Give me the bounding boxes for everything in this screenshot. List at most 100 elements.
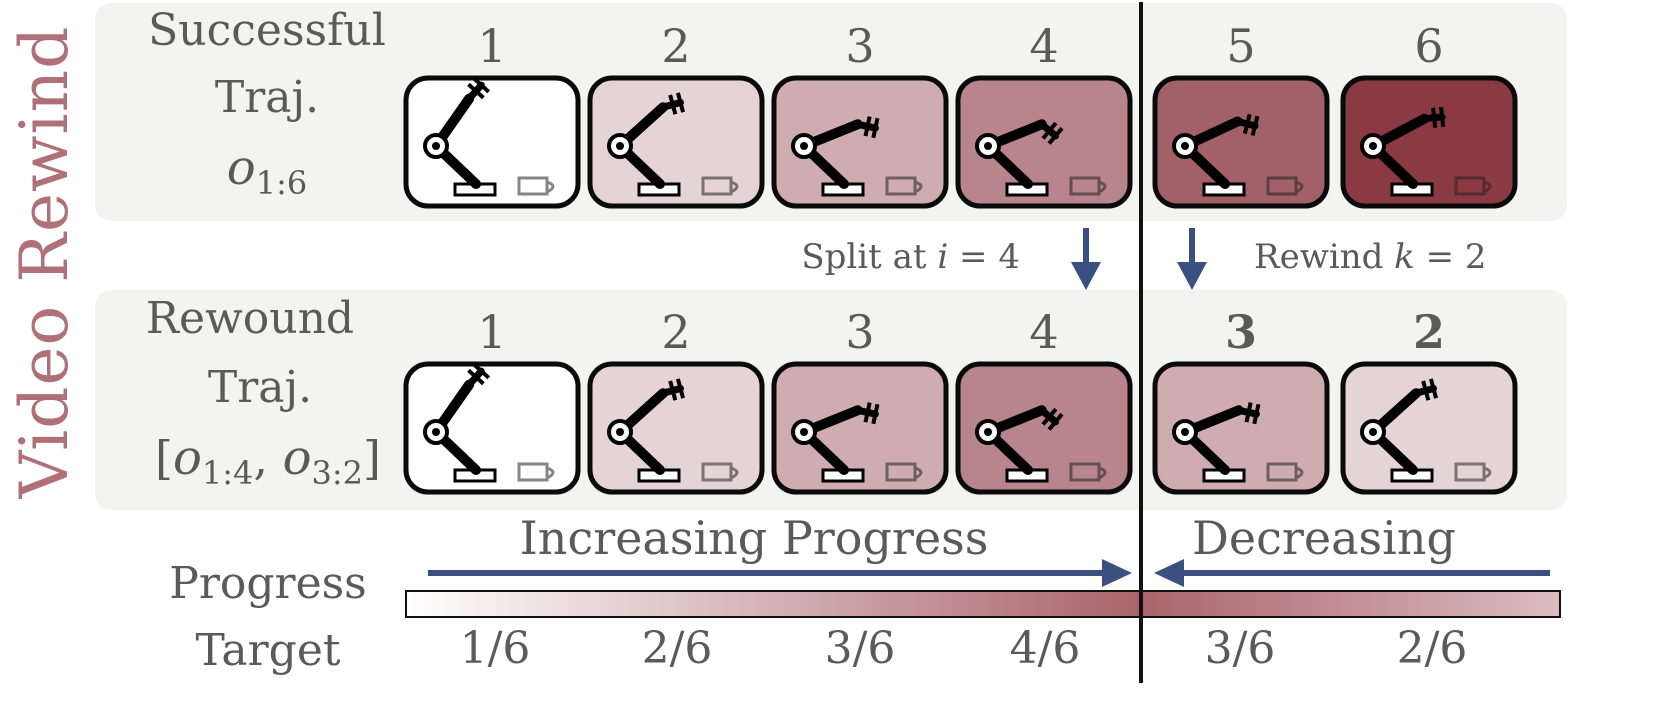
math-close: ]: [363, 431, 381, 485]
frame-rewound-2: 2: [587, 305, 765, 495]
math-sub: 1:6: [256, 164, 308, 202]
frame-successful-6: 6: [1340, 19, 1518, 209]
frame-box: [403, 361, 581, 495]
robot-arm-icon: [607, 92, 686, 197]
frame-number: 1: [477, 19, 506, 73]
frame-box: [1152, 75, 1330, 209]
cup-icon: [701, 176, 739, 196]
robot-arm-icon: [791, 116, 880, 197]
rewind-annotation: Rewind k = 2: [1254, 237, 1487, 277]
rewound-label-line-2: Traj.: [208, 362, 312, 413]
frame-box: [955, 75, 1133, 209]
progress-target-label: 1/6: [460, 623, 531, 674]
robot-arm-icon: [791, 402, 880, 483]
cup-icon: [517, 176, 555, 196]
frame-number: 4: [1029, 19, 1058, 73]
progress-label-line-1: Progress: [169, 558, 367, 609]
rewind-var: k: [1394, 237, 1415, 277]
frame-successful-5: 5: [1152, 19, 1330, 209]
frame-number: 2: [661, 305, 690, 359]
side-title: Video Rewind: [6, 26, 83, 500]
split-arrow: [1071, 228, 1101, 290]
frame-number: 6: [1414, 19, 1443, 73]
frame-rewound-5: 3: [1152, 305, 1330, 495]
cup-icon: [701, 462, 739, 482]
math-sub-2: 3:2: [312, 454, 364, 492]
robot-arm-icon: [423, 362, 497, 483]
robot-arm-icon: [1360, 106, 1446, 197]
progress-target-label: 3/6: [825, 623, 896, 674]
frames-layer: 1 2 3 4 5 6 1 2 3 4 3 2: [403, 19, 1518, 495]
successful-label-line-1: Successful: [148, 5, 386, 56]
split-annotation: Split at i = 4: [801, 237, 1020, 277]
frame-successful-4: 4: [955, 19, 1133, 209]
frame-rewound-1: 1: [403, 305, 581, 495]
robot-arm-icon: [975, 119, 1064, 197]
robot-arm-icon: [975, 405, 1064, 483]
cup-icon: [1069, 462, 1107, 482]
frame-number: 3: [845, 305, 874, 359]
rewind-arrow: [1177, 228, 1207, 290]
split-var: i: [937, 237, 948, 277]
cup-icon: [517, 462, 555, 482]
frame-number: 4: [1029, 305, 1058, 359]
math-base: o: [173, 430, 202, 486]
frame-number: 1: [477, 305, 506, 359]
decreasing-arrow: [1154, 559, 1550, 587]
progress-targets: 1/6 2/6 3/6 4/6 3/6 2/6: [460, 623, 1468, 674]
cup-icon: [1069, 176, 1107, 196]
progress-bar: [405, 590, 1561, 618]
increasing-arrow: [428, 559, 1132, 587]
frame-successful-1: 1: [403, 19, 581, 209]
split-eq: = 4: [948, 237, 1020, 277]
cup-icon: [885, 176, 923, 196]
frame-successful-2: 2: [587, 19, 765, 209]
frame-number: 3: [1225, 305, 1257, 359]
frame-rewound-4: 4: [955, 305, 1133, 495]
frame-box: [403, 75, 581, 209]
frame-successful-3: 3: [771, 19, 949, 209]
cup-icon: [885, 462, 923, 482]
frame-box: [1340, 75, 1518, 209]
robot-arm-icon: [1172, 402, 1261, 483]
robot-arm-icon: [607, 378, 686, 483]
rewind-eq: = 2: [1415, 237, 1487, 277]
frame-box: [1340, 361, 1518, 495]
robot-arm-icon: [1360, 378, 1439, 483]
progress-target-label: 2/6: [642, 623, 713, 674]
decreasing-label: Decreasing: [1192, 511, 1456, 565]
split-text: Split at: [801, 237, 937, 277]
cup-icon: [1454, 462, 1492, 482]
frame-number: 5: [1226, 19, 1255, 73]
cup-icon: [1454, 176, 1492, 196]
frame-number: 2: [661, 19, 690, 73]
frame-box: [955, 361, 1133, 495]
robot-arm-icon: [423, 76, 497, 197]
rewound-math-label: [o1:4, o3:2]: [155, 430, 381, 492]
frame-box: [587, 75, 765, 209]
progress-target-label: 4/6: [1010, 623, 1081, 674]
frame-number: 2: [1413, 305, 1445, 359]
progress-target-label: 2/6: [1397, 623, 1468, 674]
frame-box: [771, 361, 949, 495]
progress-label-line-2: Target: [195, 625, 340, 676]
frame-box: [587, 361, 765, 495]
rewind-text: Rewind: [1254, 237, 1394, 277]
successful-label-line-2: Traj.: [215, 72, 319, 123]
math-base: o: [227, 140, 256, 196]
frame-box: [1152, 361, 1330, 495]
math-sub: 1:4: [202, 454, 254, 492]
frame-box: [771, 75, 949, 209]
robot-arm-icon: [1172, 113, 1260, 197]
progress-target-label: 3/6: [1205, 623, 1276, 674]
frame-rewound-3: 3: [771, 305, 949, 495]
increasing-progress-label: Increasing Progress: [520, 511, 989, 565]
math-sep: ,: [253, 431, 282, 485]
frame-number: 3: [845, 19, 874, 73]
rewound-label-line-1: Rewound: [146, 293, 354, 344]
frame-rewound-6: 2: [1340, 305, 1518, 495]
cup-icon: [1266, 176, 1304, 196]
successful-math-label: o1:6: [227, 140, 307, 202]
math-base-2: o: [283, 430, 312, 486]
